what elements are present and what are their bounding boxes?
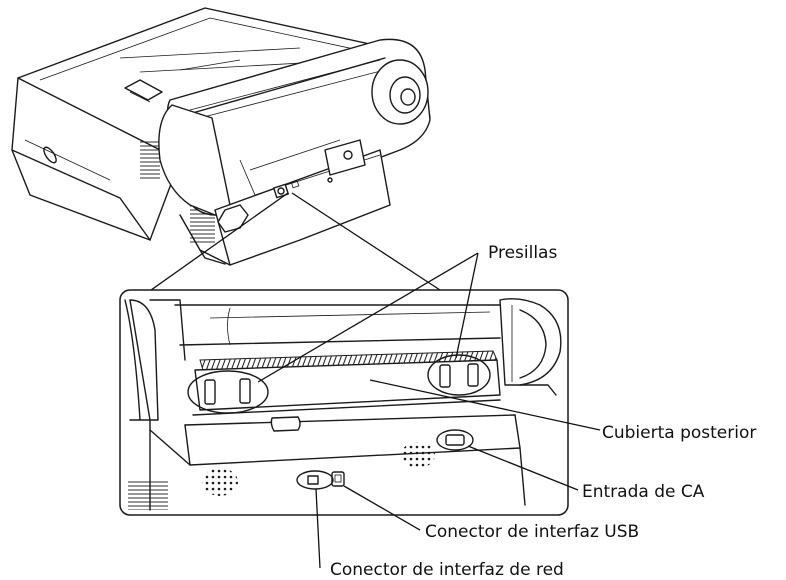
label-ac-inlet: Entrada de CA xyxy=(582,482,705,502)
detail-callout-box xyxy=(119,289,569,516)
label-network-connector: Conector de interfaz de red xyxy=(330,560,564,580)
leader-lines xyxy=(257,252,601,569)
label-rear-cover: Cubierta posterior xyxy=(602,423,756,443)
label-clips: Presillas xyxy=(488,243,557,263)
printer-overview xyxy=(11,7,431,266)
label-usb-connector: Conector de interfaz USB xyxy=(425,522,639,542)
